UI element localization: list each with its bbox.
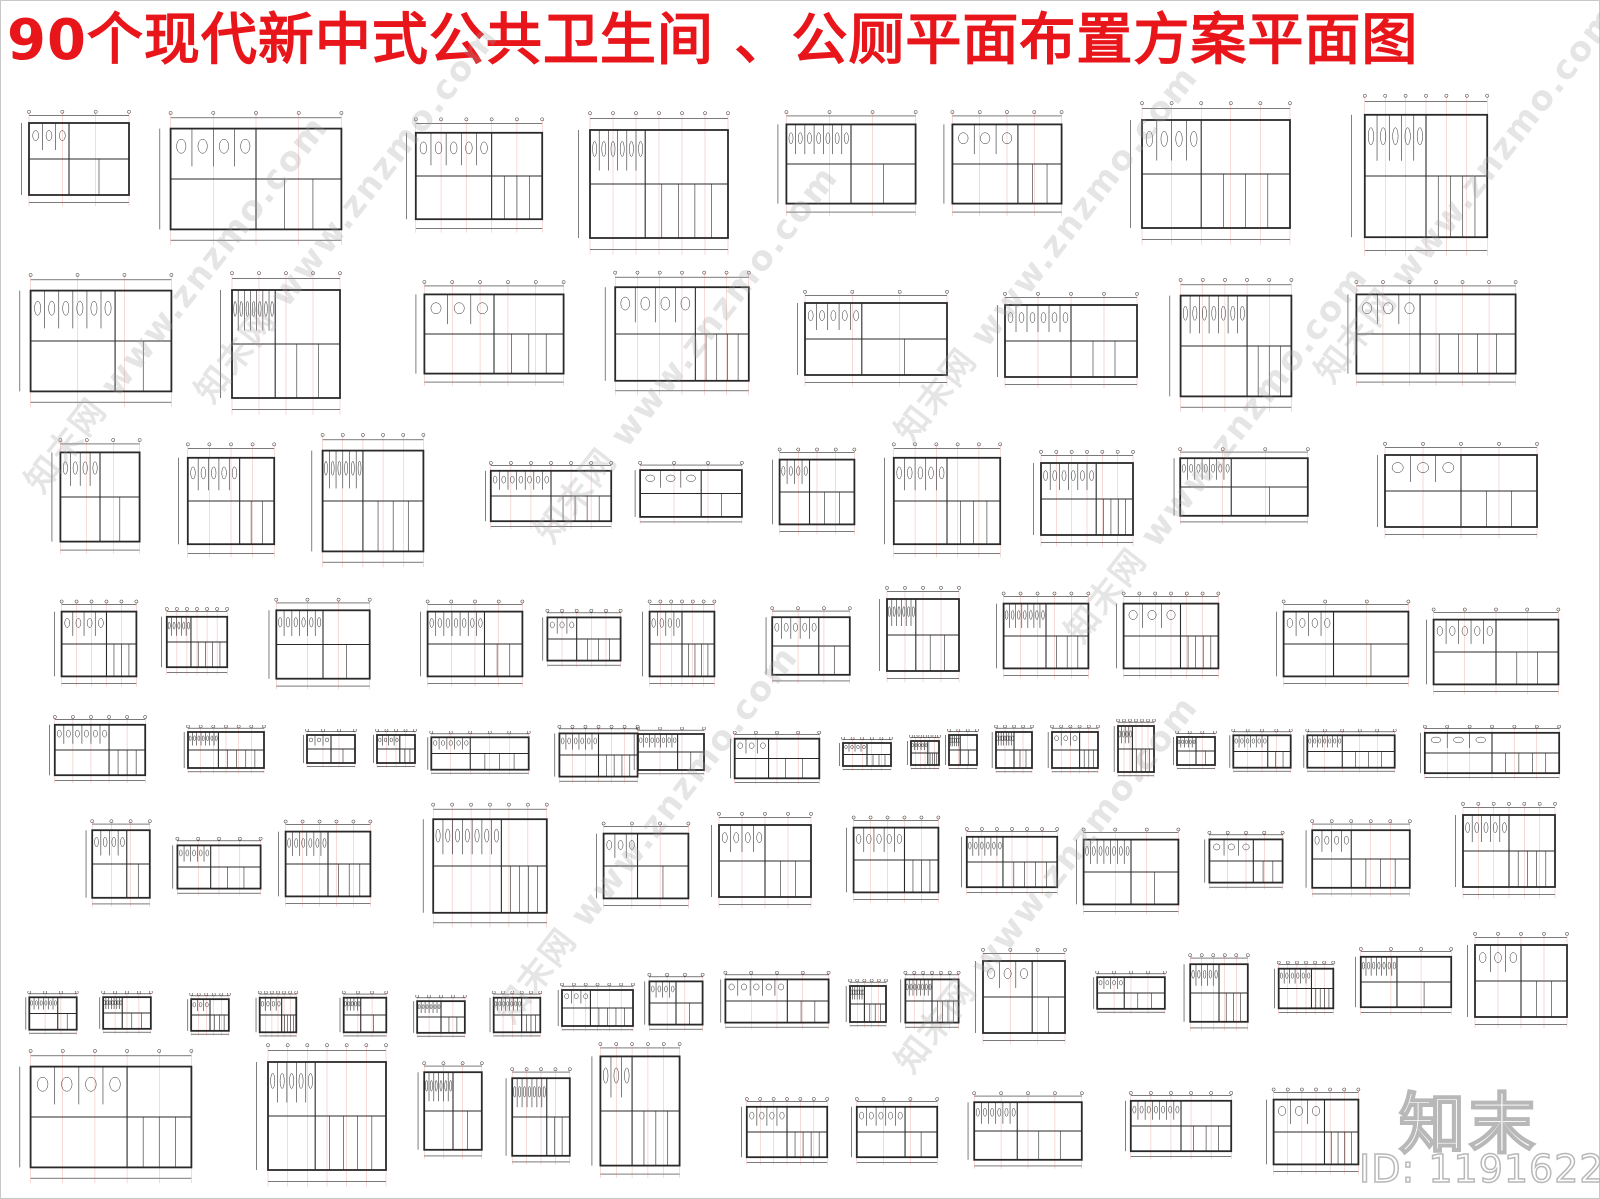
floor-plan: [1121, 1091, 1241, 1161]
floor-plan: [413, 1061, 493, 1161]
floor-plan: [737, 1097, 837, 1167]
floor-plan: [1261, 1087, 1371, 1177]
floor-plan: [991, 591, 1101, 681]
floor-plan: [11, 271, 191, 411]
floor-plan: [969, 947, 1079, 1047]
floor-plan: [597, 269, 767, 399]
floor-plan: [555, 983, 640, 1033]
floor-plan: [1271, 599, 1421, 689]
floor-plan: [1121, 99, 1311, 249]
floor-plan: [1271, 961, 1341, 1016]
floor-plan: [761, 606, 861, 686]
floor-plan: [211, 269, 361, 419]
floor-plan: [151, 109, 361, 249]
floor-plan: [877, 441, 1017, 561]
floor-plan: [45, 437, 155, 557]
floor-plan: [1027, 449, 1147, 549]
floor-plan: [425, 731, 535, 776]
floor-plan: [989, 725, 1039, 775]
floor-plan: [1045, 725, 1105, 775]
floor-plan: [23, 991, 83, 1036]
floor-plan: [181, 725, 271, 775]
floor-plan: [1227, 729, 1297, 774]
floor-plan: [11, 1047, 211, 1187]
floor-plan: [415, 599, 535, 689]
floor-plan: [1341, 279, 1531, 389]
floor-plan: [1179, 953, 1259, 1033]
floor-plan: [843, 979, 893, 1029]
floor-plan: [157, 607, 237, 677]
floor-plan: [399, 116, 559, 236]
floor-plan: [631, 461, 751, 526]
floor-plan: [1111, 719, 1161, 779]
floor-plan: [1421, 607, 1571, 697]
floor-plan: [591, 821, 701, 911]
floor-plan: [1371, 441, 1551, 541]
floor-plan: [791, 289, 961, 389]
floor-plan: [1461, 931, 1581, 1031]
floor-plan: [1169, 447, 1319, 527]
floor-plan: [1301, 729, 1401, 774]
floor-plan: [81, 819, 161, 909]
floor-plan: [837, 737, 897, 772]
floor-plan: [957, 827, 1067, 897]
floor-plan: [1417, 725, 1567, 781]
brand-logo: 知末: [1398, 1085, 1539, 1164]
floor-plan: [705, 811, 825, 911]
floor-plan: [45, 715, 155, 785]
floor-plan: [273, 819, 383, 909]
floor-plan: [247, 1041, 407, 1191]
floor-plan: [1449, 801, 1569, 901]
floor-plan: [771, 109, 931, 219]
floor-plan: [963, 1091, 1093, 1171]
floor-plan: [301, 729, 361, 769]
floor-plan: [1111, 591, 1231, 681]
floor-plan: [727, 731, 827, 786]
floor-plan: [169, 837, 269, 897]
floor-plan: [371, 729, 421, 769]
floor-plan: [415, 801, 565, 931]
floor-plan: [1201, 831, 1291, 891]
floor-plan: [253, 991, 303, 1039]
floor-plan: [943, 729, 983, 771]
floor-plan: [411, 995, 471, 1039]
floor-plan: [1071, 827, 1191, 917]
floor-plan: [637, 599, 727, 689]
resource-id: ID: 1191622161: [1358, 1146, 1600, 1192]
floor-plan: [641, 973, 711, 1033]
floor-plan: [847, 1097, 947, 1167]
sheet-title: 90个现代新中式公共卫生间 、公厕平面布置方案平面图: [7, 8, 1419, 73]
floor-plan: [717, 971, 837, 1031]
floor-plan: [1351, 947, 1461, 1017]
floor-plan: [1091, 971, 1171, 1015]
floor-plan: [1171, 731, 1221, 771]
floor-plan: [897, 971, 967, 1031]
floor-plan: [569, 109, 749, 259]
floor-plan: [263, 597, 383, 692]
floor-plan: [303, 431, 443, 571]
floor-plan: [841, 815, 951, 905]
floor-plan: [937, 109, 1077, 219]
floor-plan: [185, 993, 235, 1037]
floor-plan: [15, 109, 143, 209]
floor-plan: [171, 441, 291, 561]
floor-plan: [481, 461, 621, 531]
floor-plan: [501, 1067, 581, 1167]
floor-plan: [767, 447, 867, 537]
floor-plan: [905, 735, 945, 771]
floor-plan: [1341, 91, 1511, 261]
floor-plan: [991, 291, 1151, 391]
floor-plan: [1161, 276, 1311, 416]
floor-plan: [539, 609, 629, 669]
floor-plan: [631, 727, 711, 777]
floor-plan: [49, 599, 149, 689]
floor-plan: [487, 991, 547, 1039]
floor-plan: [409, 279, 579, 389]
floor-plan: [97, 991, 157, 1035]
floor-plan: [585, 1041, 695, 1181]
floor-plan: [337, 991, 393, 1039]
floor-plan: [1301, 819, 1421, 899]
floor-plan: [873, 585, 973, 685]
